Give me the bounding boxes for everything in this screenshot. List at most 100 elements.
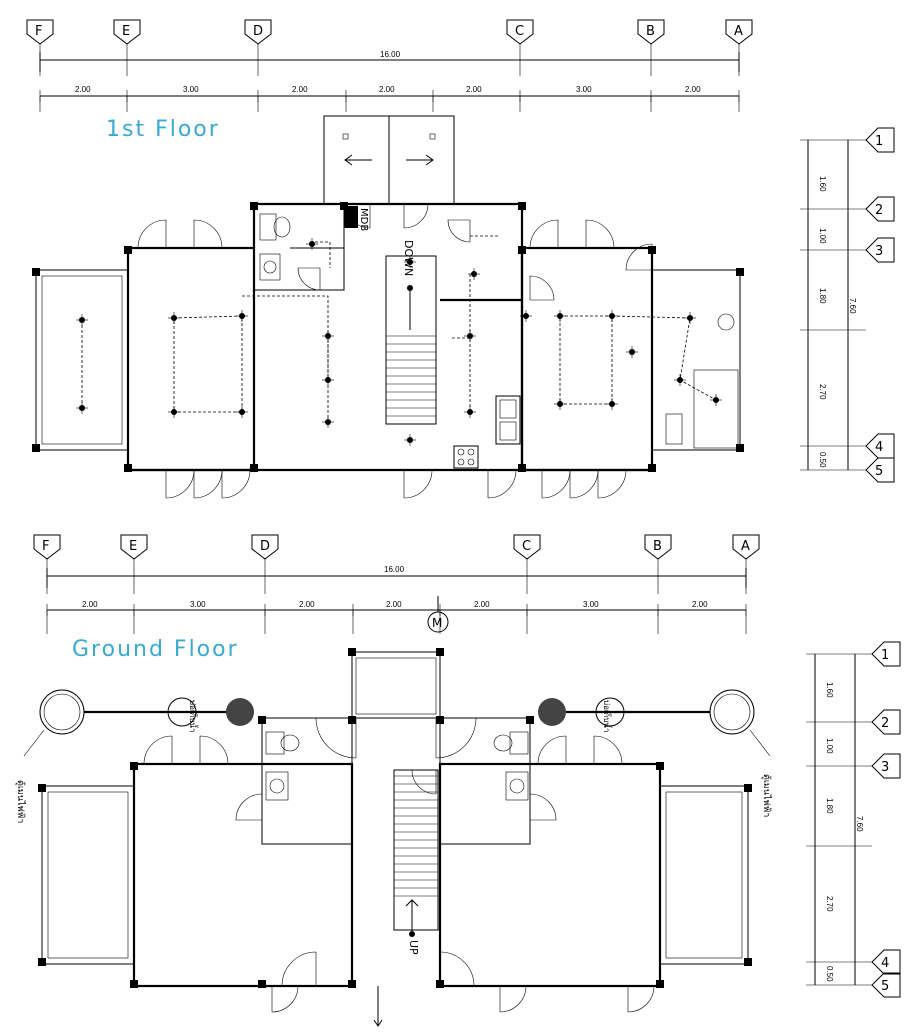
grid-column-d: D bbox=[244, 19, 272, 45]
ceiling-light-icon bbox=[554, 310, 566, 322]
grid-row-1: 1 bbox=[865, 127, 895, 153]
column-post bbox=[38, 784, 46, 792]
grid-row-3: 3 bbox=[871, 753, 901, 779]
column-post bbox=[518, 202, 526, 210]
door-swing bbox=[193, 219, 223, 249]
stair-down-label: DOWN bbox=[402, 240, 415, 276]
row-spacing-label: 1.80 bbox=[818, 288, 827, 304]
grid-bubble-label: 3 bbox=[875, 244, 883, 259]
spacing-label: 3.00 bbox=[576, 85, 592, 94]
spacing-label: 2.00 bbox=[692, 600, 708, 609]
stair-up-label: UP bbox=[407, 940, 420, 955]
spacing-label: 2.00 bbox=[379, 85, 395, 94]
grid-row-2: 2 bbox=[871, 709, 901, 735]
door-swing bbox=[193, 469, 223, 499]
overall-width-label-bottom: 16.00 bbox=[384, 565, 405, 574]
door-swing bbox=[403, 469, 433, 499]
spacing-label: 3.00 bbox=[190, 600, 206, 609]
door-swing bbox=[593, 735, 623, 765]
grid-column-d: D bbox=[251, 534, 279, 560]
grid-column-f: F bbox=[26, 19, 54, 45]
ceiling-light-icon bbox=[606, 398, 618, 410]
grid-bubble-label: A bbox=[741, 539, 750, 554]
grid-column-c: C bbox=[513, 534, 541, 560]
grid-row-2: 2 bbox=[865, 196, 895, 222]
door-swing bbox=[585, 219, 615, 249]
row-spacing-label: 0.50 bbox=[825, 966, 834, 982]
door-swing bbox=[439, 951, 475, 987]
row-spacing-label: 0.50 bbox=[818, 452, 827, 468]
column-post bbox=[744, 784, 752, 792]
column-post bbox=[736, 444, 744, 452]
column-post bbox=[130, 980, 138, 988]
mdb-label: MDB bbox=[358, 208, 369, 231]
ceiling-light-icon bbox=[236, 406, 248, 418]
grid-bubble-label: E bbox=[122, 24, 130, 39]
ceiling-light-icon bbox=[626, 346, 638, 358]
ceiling-light-icon bbox=[322, 330, 334, 342]
door-swing bbox=[447, 219, 471, 243]
column-post bbox=[648, 464, 656, 472]
grid-column-a: A bbox=[725, 19, 753, 45]
column-post bbox=[258, 980, 266, 988]
door-swing bbox=[235, 793, 263, 821]
spacing-label: 2.00 bbox=[386, 600, 402, 609]
door-swing bbox=[221, 469, 251, 499]
door-swing bbox=[281, 951, 317, 987]
grid-bubble-label: 5 bbox=[881, 979, 889, 994]
ceiling-light-icon bbox=[76, 402, 88, 414]
overall-depth-label: 7.60 bbox=[848, 298, 857, 314]
meter-label: M bbox=[432, 616, 442, 630]
column-post bbox=[32, 268, 40, 276]
grid-bubble-label: 4 bbox=[875, 440, 883, 455]
door-swing bbox=[271, 985, 299, 1013]
row-spacing-label: 1.60 bbox=[818, 176, 827, 192]
door-swing bbox=[537, 735, 567, 765]
door-swing bbox=[199, 735, 229, 765]
tank-label-left: บ่อเก็บน้ำ bbox=[188, 700, 199, 733]
grid-row-5: 5 bbox=[871, 972, 901, 998]
column-post bbox=[348, 716, 356, 724]
ceiling-light-icon bbox=[322, 416, 334, 428]
grid-bubble-label: D bbox=[260, 539, 270, 554]
door-swing bbox=[625, 243, 653, 271]
column-post bbox=[518, 246, 526, 254]
cabinet-label-left: ตู้เมนไฟฟ้า bbox=[15, 780, 26, 823]
row-spacing-label: 1.00 bbox=[825, 738, 834, 754]
grid-bubble-label: 4 bbox=[881, 956, 889, 971]
ceiling-light-icon bbox=[404, 434, 416, 446]
grid-bubble-label: B bbox=[653, 539, 662, 554]
door-swing bbox=[315, 717, 357, 759]
ceiling-light-icon bbox=[710, 394, 722, 406]
door-swing bbox=[529, 219, 559, 249]
grid-bubble-label: D bbox=[253, 24, 263, 39]
spacing-label: 2.00 bbox=[75, 85, 91, 94]
spacing-label: 2.00 bbox=[474, 600, 490, 609]
door-swing bbox=[137, 219, 167, 249]
ground-floor-plan: ตู้เมนไฟฟ้า ตู้เมนไฟฟ้า บ่อเก็บน้ำ บ่อเก… bbox=[15, 648, 772, 1027]
row-spacing-label: 1.60 bbox=[825, 682, 834, 698]
grid-bubble-label: A bbox=[734, 24, 743, 39]
ceiling-light-icon bbox=[306, 238, 318, 250]
door-swing bbox=[541, 469, 571, 499]
grid-column-b: B bbox=[637, 19, 665, 45]
ceiling-light-icon bbox=[464, 406, 476, 418]
grid-column-b: B bbox=[644, 534, 672, 560]
ceiling-light-icon bbox=[322, 374, 334, 386]
column-post bbox=[436, 648, 444, 656]
grid-bubble-label: F bbox=[42, 539, 49, 554]
ceiling-light-icon bbox=[674, 374, 686, 386]
spacing-label: 3.00 bbox=[183, 85, 199, 94]
spacing-label: 2.00 bbox=[292, 85, 308, 94]
door-swing bbox=[597, 469, 627, 499]
grid-bubble-label: 2 bbox=[881, 716, 889, 731]
column-post bbox=[518, 464, 526, 472]
column-post bbox=[250, 464, 258, 472]
overall-width-label-top: 16.00 bbox=[380, 50, 401, 59]
door-swing bbox=[411, 769, 437, 795]
ceiling-light-icon bbox=[168, 406, 180, 418]
column-post bbox=[656, 980, 664, 988]
spacing-label: 3.00 bbox=[583, 600, 599, 609]
